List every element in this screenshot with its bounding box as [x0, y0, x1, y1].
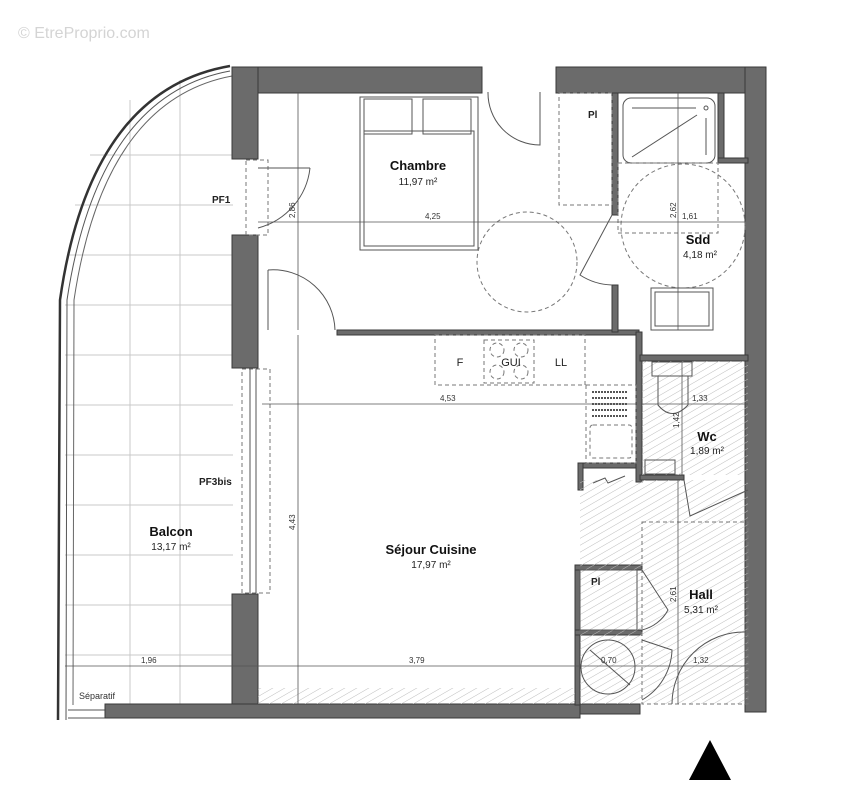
label-placard-hall: Pl — [591, 577, 601, 588]
wc-floor — [642, 361, 748, 475]
dim-wc-height: 1,42 — [672, 412, 681, 428]
label-separatif: Séparatif — [79, 691, 116, 701]
door-chambre — [267, 269, 336, 331]
window-pf1 — [245, 159, 311, 236]
room-wc-area: 1,89 m² — [690, 446, 725, 457]
label-dishwasher: LL — [555, 357, 567, 369]
door-top — [487, 91, 541, 146]
north-arrow-icon — [689, 740, 731, 780]
label-hob: GUI — [501, 357, 521, 369]
room-hall-area: 5,31 m² — [684, 605, 719, 616]
dim-chambre-height: 2,86 — [288, 202, 297, 218]
placard-top — [558, 92, 613, 206]
dim-sejour-width-bottom: 3,79 — [409, 656, 425, 665]
room-wc-name: Wc — [697, 429, 717, 444]
dim-chambre-width: 4,25 — [425, 212, 441, 221]
label-fridge: F — [457, 357, 464, 369]
room-hall-name: Hall — [689, 587, 713, 602]
room-sdd-area: 4,18 m² — [683, 250, 718, 261]
dim-sejour-height: 4,43 — [288, 514, 297, 530]
room-balcon-name: Balcon — [149, 524, 192, 539]
label-pf3bis: PF3bis — [199, 477, 232, 488]
room-chambre-name: Chambre — [390, 158, 446, 173]
dim-sejour-width-top: 4,53 — [440, 394, 456, 403]
balcony-railing — [56, 64, 231, 721]
dimension-lines — [65, 93, 748, 704]
shower — [622, 97, 716, 164]
dim-hall-height: 2,61 — [669, 586, 678, 602]
bed — [359, 96, 479, 251]
sdd-sink — [650, 287, 714, 331]
balcony — [56, 64, 233, 721]
balcony-tile-grid — [65, 80, 233, 705]
toilet — [644, 361, 693, 475]
hall-floor — [580, 480, 748, 704]
dim-balcon-width: 1,96 — [141, 656, 157, 665]
dim-sdd-width: 1,61 — [682, 212, 698, 221]
walls — [104, 66, 767, 719]
dim-turning-circle: 0,70 — [601, 656, 617, 665]
dim-wc-width: 1,33 — [692, 394, 708, 403]
kitchen-counter — [434, 334, 637, 484]
watermark: © EtreProprio.com — [18, 25, 150, 42]
room-sdd-name: Sdd — [686, 232, 711, 247]
room-sejour-name: Séjour Cuisine — [385, 542, 476, 557]
room-chambre-area: 11,97 m² — [399, 177, 438, 188]
dim-hall-width: 1,32 — [693, 656, 709, 665]
room-sejour-area: 17,97 m² — [411, 560, 451, 571]
label-pf1: PF1 — [212, 195, 231, 206]
window-pf3bis — [241, 368, 271, 594]
room-balcon-area: 13,17 m² — [151, 542, 191, 553]
dim-sdd-height: 2,62 — [669, 202, 678, 218]
label-placard-top: Pl — [588, 110, 598, 121]
